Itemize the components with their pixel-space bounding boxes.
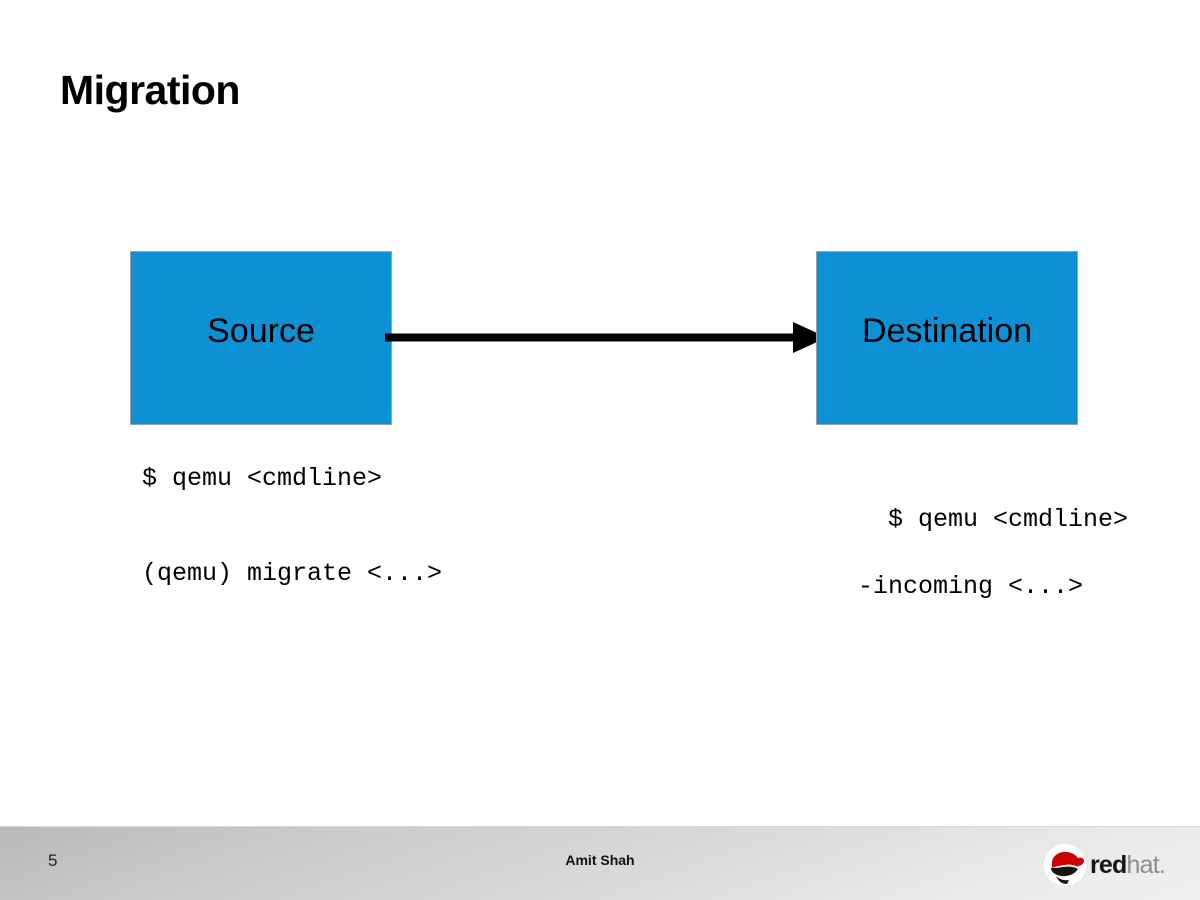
page-title: Migration	[60, 67, 240, 113]
redhat-wordmark: redhat.	[1090, 850, 1166, 879]
diagram-node-destination-label: Destination	[861, 312, 1033, 350]
source-migrate-command: (qemu) migrate <...>	[142, 559, 443, 588]
footer-author: Amit Shah	[565, 852, 635, 868]
footer-page-number: 5	[48, 851, 58, 870]
redhat-wordmark-dot: .	[1158, 850, 1166, 879]
diagram-node-source[interactable]: Source	[130, 251, 392, 425]
redhat-wordmark-hat: hat	[1126, 850, 1160, 879]
diagram-node-source-label: Source	[207, 312, 315, 350]
slide-footer: 5 Amit Shah redhat.	[0, 826, 1200, 900]
diagram-node-destination[interactable]: Destination	[816, 251, 1078, 425]
destination-command-line1: $ qemu <cmdline>	[888, 504, 1129, 534]
destination-command-line2: -incoming <...>	[858, 572, 1084, 602]
redhat-logo: redhat.	[1042, 843, 1182, 887]
migration-arrow-icon	[385, 322, 825, 353]
redhat-shadowman-icon	[1044, 844, 1086, 886]
redhat-wordmark-red: red	[1090, 850, 1127, 879]
source-start-command: $ qemu <cmdline>	[142, 464, 383, 493]
destination-command: $ qemu <cmdline> -incoming <...>	[828, 469, 1128, 672]
